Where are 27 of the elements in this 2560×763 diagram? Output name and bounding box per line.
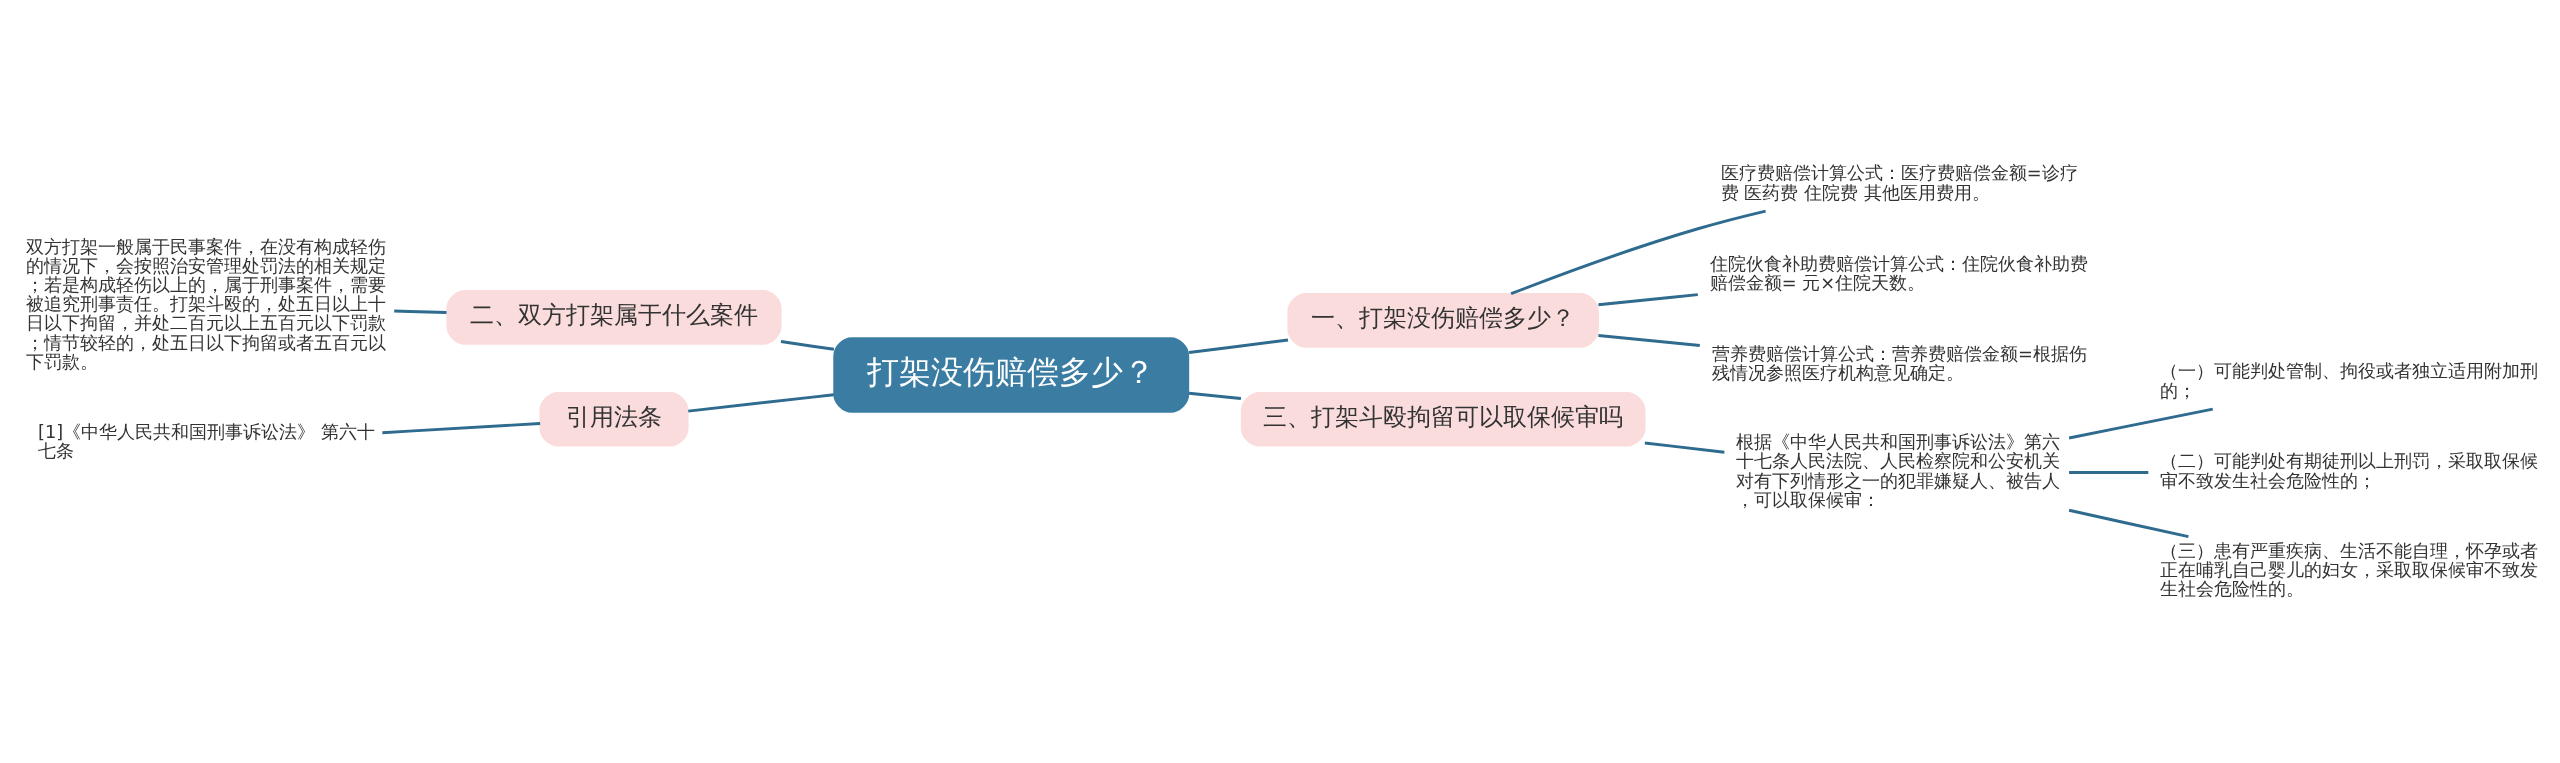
connector [382, 421, 541, 434]
node-box: 引用法条 [539, 391, 689, 447]
connector [2068, 407, 2214, 439]
node-text: [1]《中华人民共和国刑事诉讼法》 第六十七条 [38, 421, 375, 461]
node-box: 二、双方打架属于什么案件 [446, 289, 782, 345]
node-box: 三、打架斗殴拘留可以取保候审吗 [1240, 391, 1646, 447]
node-box: 一、打架没伤赔偿多少？ [1287, 292, 1599, 348]
node-text: （三）患有严重疾病、生活不能自理，怀孕或者正在哺乳自己婴儿的妇女，采取取保候审不致发生社会危险性的。 [2160, 540, 2539, 599]
connector [1644, 440, 1725, 454]
node-text: 根据《中华人民共和国刑事诉讼法》第六十七条人民法院、人民检察院和公安机关对有下列情形之一的犯罪嫌疑人、被告人，可以取保候审： [1736, 431, 2061, 510]
node-text: （一）可能判处管制、拘役或者独立适用附加刑的； [2160, 360, 2539, 401]
node-text: 双方打架一般属于民事案件，在没有构成轻伤的情况下，会按照治安管理处罚法的相关规定；若是构成轻伤以上的，属于刑事案件，需要被追究刑事责任。打架斗殴的，处五日以上十日以下拘留，并处二百元以上五百元以下罚款；情节较轻的，处五日以下拘留或者五百元以下罚款。 [26, 236, 387, 372]
node-text: （二）可能判处有期徒刑以上刑罚，采取取保候审不致发生社会危险性的； [2160, 450, 2539, 491]
connector [1598, 333, 1700, 347]
connector [1510, 209, 1766, 295]
node-text: 医疗费赔偿计算公式：医疗费赔偿金额=诊疗费 医药费 住院费 其他医用费用。 [1720, 162, 2078, 203]
connector [780, 339, 835, 351]
connector [1188, 337, 1289, 354]
connector [688, 392, 834, 413]
connector [2069, 470, 2149, 474]
node-text: 住院伙食补助费赔偿计算公式：住院伙食补助费赔偿金额= 元×住院天数。 [1709, 253, 2088, 293]
node-text: 营养费赔偿计算公式：营养费赔偿金额=根据伤残情况参照医疗机构意见确定。 [1711, 343, 2087, 383]
connector [394, 309, 447, 314]
connector [1598, 292, 1698, 306]
node-box: 打架没伤赔偿多少？ [833, 336, 1190, 413]
connector [1188, 391, 1242, 400]
connector [2068, 508, 2189, 538]
